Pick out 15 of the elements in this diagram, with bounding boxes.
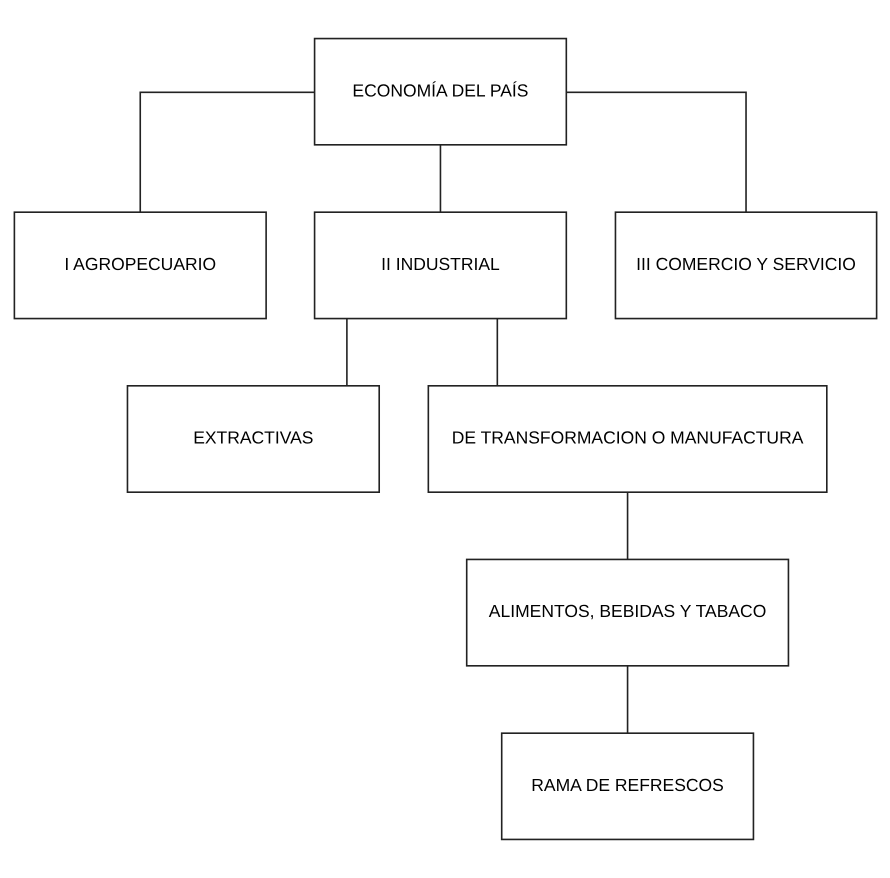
node-box: EXTRACTIVAS <box>126 385 380 493</box>
connector <box>346 318 348 386</box>
node-box: ALIMENTOS, BEBIDAS Y TABACO <box>465 558 789 667</box>
node-box: II INDUSTRIAL <box>313 211 567 320</box>
node-box: DE TRANSFORMACION O MANUFACTURA <box>427 385 828 493</box>
connector <box>566 92 746 212</box>
connector <box>496 318 498 386</box>
node-box: III COMERCIO Y SERVICIO <box>614 211 877 320</box>
node-box: RAMA DE REFRESCOS <box>500 732 754 840</box>
connector <box>138 92 314 212</box>
connector <box>439 145 441 212</box>
connector <box>626 666 628 733</box>
node-box: I AGROPECUARIO <box>13 211 266 320</box>
connector <box>626 492 628 559</box>
node-box: ECONOMÍA DEL PAÍS <box>313 38 567 146</box>
